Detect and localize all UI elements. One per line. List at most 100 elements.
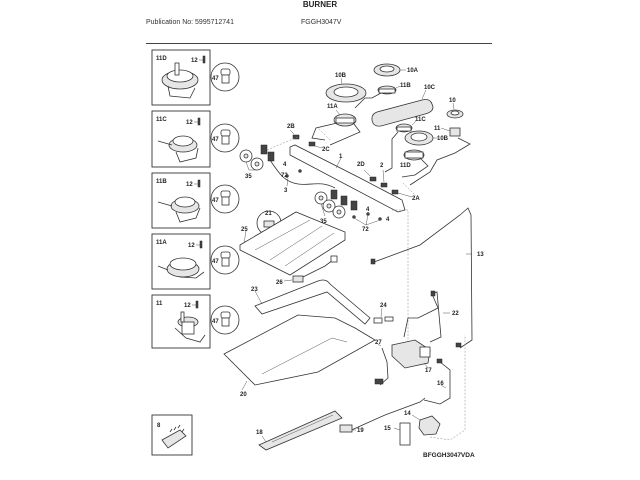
inset-11a[interactable]: 11A 12 47 (151, 233, 240, 290)
svg-text:47: 47 (212, 319, 219, 325)
diagram-code: BFGGH3047VDA (423, 452, 475, 459)
pressure-regulator-14[interactable]: 14 (404, 411, 441, 436)
burner-tube-11a (311, 122, 338, 141)
simmer-plate-10c[interactable]: 10C (371, 85, 436, 127)
dashed-leader-regulator (429, 335, 466, 441)
svg-text:19: 19 (357, 428, 364, 434)
svg-text:27: 27 (375, 340, 382, 346)
bracket-27[interactable]: 27 (374, 340, 389, 386)
inset-8[interactable]: 8 (151, 414, 193, 456)
svg-text:11: 11 (156, 301, 163, 307)
svg-text:10C: 10C (424, 85, 436, 91)
svg-text:11B: 11B (156, 179, 167, 185)
burner-tube-11 (409, 137, 471, 186)
orifice-2c[interactable]: 2C (308, 141, 330, 153)
svg-text:11C: 11C (156, 117, 167, 123)
svg-text:11A: 11A (327, 104, 338, 110)
burner-cap-10b-left[interactable]: 10B (325, 73, 367, 103)
fitting-24[interactable]: 24 (373, 303, 394, 324)
svg-text:26: 26 (276, 280, 283, 286)
svg-text:35: 35 (320, 219, 327, 225)
manifold-1[interactable]: 1 (289, 144, 406, 213)
svg-text:13: 13 (477, 252, 484, 258)
svg-text:3: 3 (284, 188, 288, 194)
heat-shield-25[interactable]: 25 (239, 211, 346, 276)
screws-4-72-left[interactable]: 4 72 (281, 162, 302, 179)
svg-text:47: 47 (212, 259, 219, 265)
burner-base-11c[interactable]: 11C (395, 117, 426, 133)
svg-text:18: 18 (256, 430, 263, 436)
svg-text:2D: 2D (357, 162, 365, 168)
svg-text:14: 14 (404, 411, 411, 417)
svg-text:72: 72 (281, 173, 288, 179)
burner-cap-10[interactable]: 10 (446, 98, 464, 119)
orifice-2a[interactable]: 2A (391, 189, 420, 202)
svg-text:1: 1 (339, 154, 343, 160)
burner-cap-10b-right[interactable]: 10B (404, 130, 449, 146)
svg-text:12: 12 (188, 243, 195, 249)
burner-tube-11d (401, 157, 429, 178)
svg-text:12: 12 (186, 120, 193, 126)
svg-text:47: 47 (212, 198, 219, 204)
svg-text:47: 47 (212, 76, 219, 82)
igniter-26[interactable]: 26 (276, 255, 338, 286)
inset-11c[interactable]: 11C 12 47 (151, 110, 240, 168)
svg-text:17: 17 (425, 368, 432, 374)
svg-text:10B: 10B (335, 73, 347, 79)
oven-burner-23[interactable]: 23 (251, 279, 371, 325)
svg-text:24: 24 (380, 303, 387, 309)
dashed-leaders (266, 127, 421, 356)
burner-base-11d[interactable]: 11D (400, 149, 425, 169)
svg-text:11D: 11D (156, 56, 167, 62)
bracket-15[interactable]: 15 (384, 422, 411, 446)
svg-text:4: 4 (366, 207, 370, 213)
section-title: BURNER (302, 0, 338, 9)
svg-text:4: 4 (283, 162, 287, 168)
svg-text:2: 2 (380, 163, 384, 169)
burner-base-11a[interactable]: 11A (327, 104, 357, 127)
svg-text:47: 47 (212, 137, 219, 143)
svg-text:10: 10 (449, 98, 456, 104)
burner-base-11b[interactable]: 11B (377, 83, 411, 95)
model-number: FGGH3047V (301, 19, 342, 26)
broil-burner-18[interactable]: 18 (256, 410, 343, 451)
svg-text:11C: 11C (415, 117, 426, 123)
svg-text:12: 12 (186, 182, 193, 188)
svg-text:16: 16 (437, 381, 444, 387)
inset-11b[interactable]: 11B 12 47 (151, 172, 240, 229)
orifice-2[interactable]: 2 (380, 163, 388, 188)
screws-4-72-right[interactable]: 4 4 72 (352, 207, 391, 233)
svg-text:8: 8 (157, 423, 161, 429)
oven-bottom-20[interactable]: 20 (223, 314, 376, 398)
svg-text:2C: 2C (322, 147, 330, 153)
knob-bezel-35-right[interactable]: 35 (314, 191, 346, 225)
gas-tube-16[interactable]: 16 (423, 358, 451, 405)
header-rule (146, 43, 492, 44)
svg-text:10B: 10B (437, 136, 449, 142)
svg-text:10A: 10A (407, 68, 419, 74)
svg-text:12: 12 (191, 58, 198, 64)
svg-text:15: 15 (384, 426, 391, 432)
svg-text:12: 12 (184, 303, 191, 309)
inset-11[interactable]: 11 12 47 (151, 294, 240, 349)
gas-tube-22[interactable]: 22 (403, 290, 459, 343)
knob-bezel-35-left[interactable]: 35 (239, 149, 264, 180)
safety-valve-17[interactable]: 17 (391, 339, 432, 374)
svg-text:11B: 11B (400, 83, 411, 89)
svg-text:2A: 2A (412, 196, 420, 202)
inset-11d[interactable]: 11D 12 47 (151, 49, 240, 106)
gas-tube-13[interactable]: 13 (370, 207, 484, 349)
svg-text:4: 4 (386, 217, 390, 223)
burner-cap-10a[interactable]: 10A (373, 63, 419, 77)
orifice-2d[interactable]: 2D (357, 162, 377, 182)
burner-base-11[interactable]: 11 (434, 126, 461, 137)
orifice-2b[interactable]: 2B (287, 124, 300, 140)
svg-text:72: 72 (362, 227, 369, 233)
igniter-19[interactable]: 19 (339, 397, 426, 434)
publication-number: Publication No: 5995712741 (146, 19, 234, 26)
valve-set-left[interactable] (260, 144, 275, 162)
ignition-harness-3[interactable]: 3 (269, 159, 336, 194)
svg-text:11D: 11D (400, 163, 411, 169)
burner-tube-11c (384, 131, 399, 173)
valve-set-right[interactable] (330, 189, 358, 211)
